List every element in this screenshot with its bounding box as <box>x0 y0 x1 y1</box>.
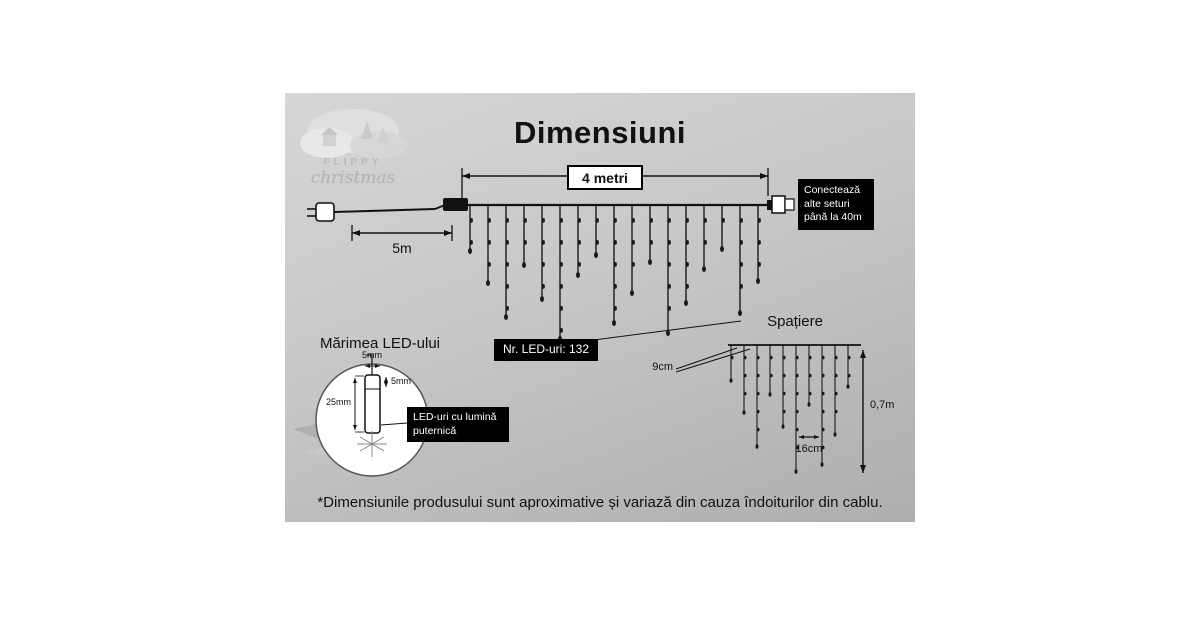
led-count-pointer <box>585 320 742 342</box>
brand-logo: FLIPPY christmas <box>293 95 413 199</box>
bulb-gap-label: 16cm <box>795 443 823 455</box>
drop-height-label: 0,7m <box>870 399 895 411</box>
logo-cloud-illustration <box>300 109 408 159</box>
connect-note-box: Conectează alte seturi până la 40m <box>798 179 874 230</box>
lead-length-dimension <box>351 225 453 241</box>
total-width-label: 4 metri <box>567 165 643 190</box>
dimension-diagram <box>293 168 866 477</box>
dimensions-panel: FLIPPY christmas Dimensiuni <box>285 93 915 522</box>
logo-brand-text: FLIPPY <box>323 157 383 168</box>
drop-gap-label: 9cm <box>652 361 673 373</box>
led-note-box: LED-uri cu lumină puternică <box>407 407 509 443</box>
inline-connector <box>443 198 468 211</box>
icicle-light-drops <box>468 205 851 474</box>
spacing-title: Spațiere <box>767 313 823 330</box>
power-plug-icon <box>307 202 446 222</box>
light-burst-icon <box>357 431 387 457</box>
footer-disclaimer: *Dimensiunile produsului sunt aproximati… <box>317 494 883 511</box>
lead-length-label: 5m <box>392 240 412 256</box>
led-length-label: 25mm <box>325 397 351 407</box>
led-magnifier <box>293 354 429 477</box>
logo-script-text: christmas <box>310 168 396 188</box>
led-width-label: 5mm <box>362 350 382 360</box>
page-title: Dimensiuni <box>513 115 687 150</box>
led-size-title: Mărimea LED-ului <box>319 335 441 352</box>
led-count-box: Nr. LED-uri: 132 <box>494 339 599 361</box>
led-head-label: 5mm <box>391 376 411 386</box>
led-bulb <box>364 374 381 434</box>
drop-gap-pointers <box>675 347 751 373</box>
end-plug-icon <box>767 195 795 214</box>
